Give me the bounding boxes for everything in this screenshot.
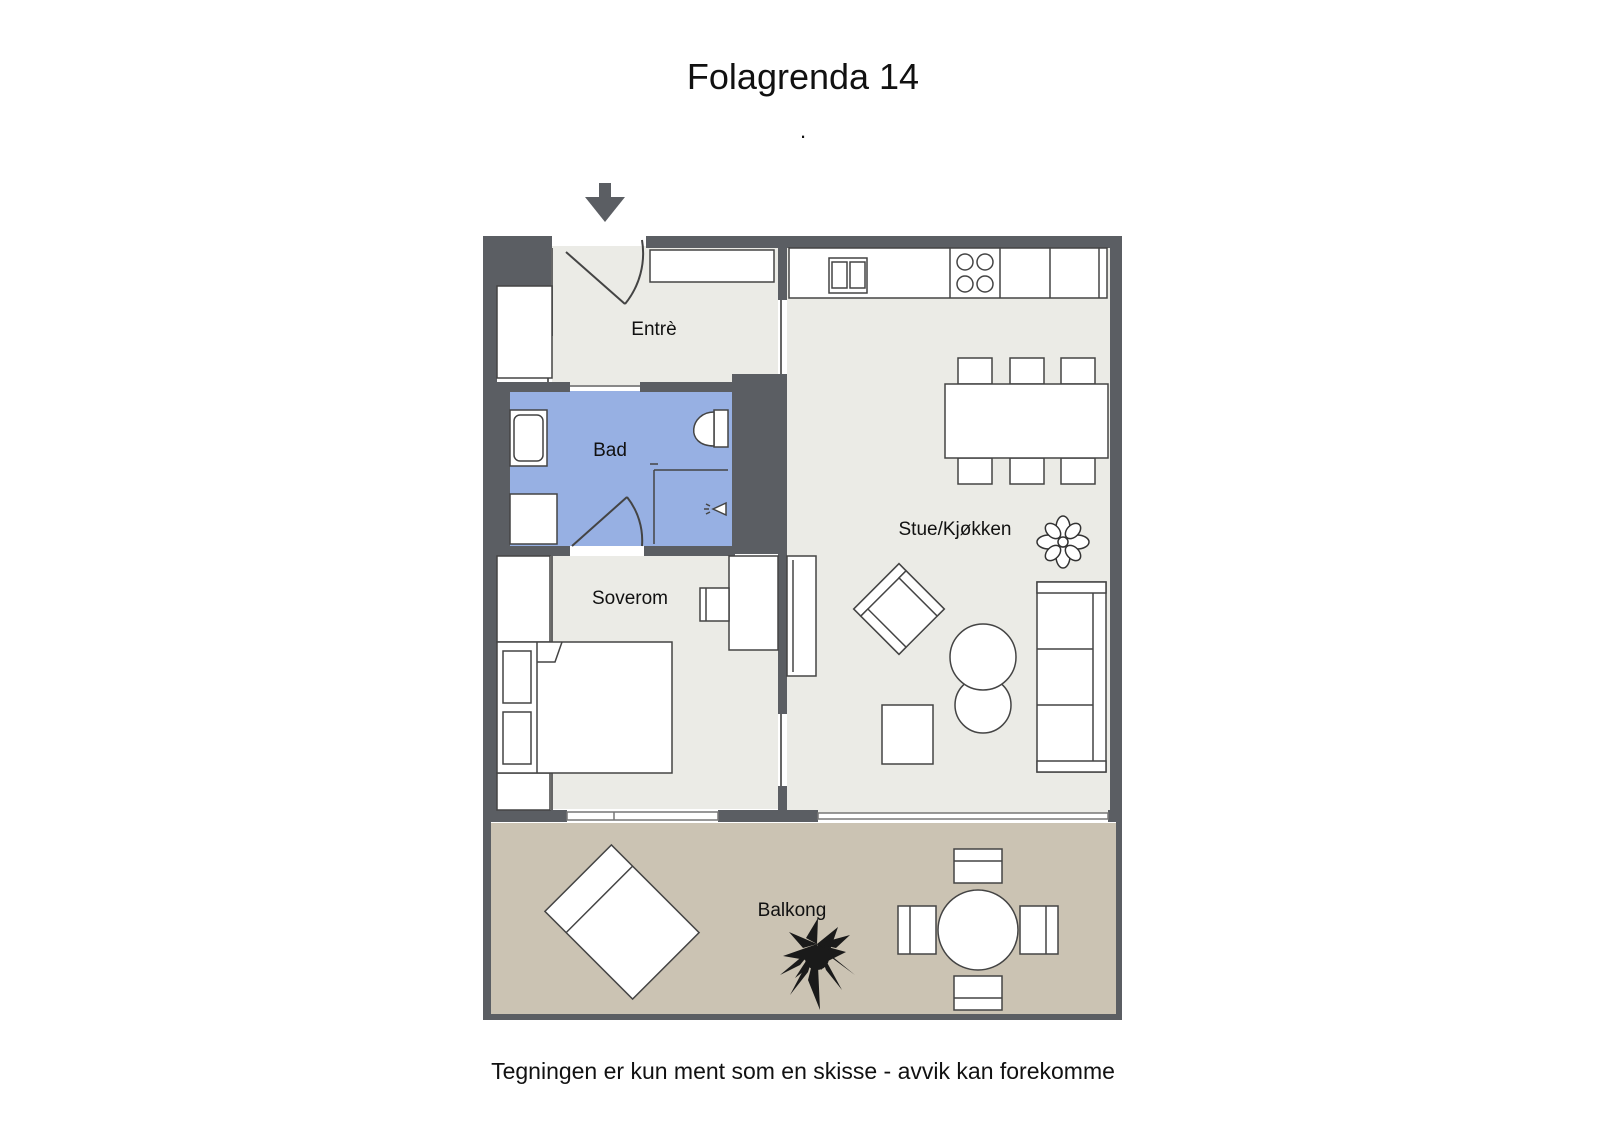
coffee-tables bbox=[881, 623, 1017, 765]
wardrobe bbox=[496, 555, 551, 643]
dining-table bbox=[944, 357, 1109, 485]
armchair bbox=[852, 562, 946, 656]
stove-icon bbox=[956, 253, 994, 293]
washing-machine bbox=[509, 493, 558, 545]
footer-disclaimer: Tegningen er kun ment som en skisse - av… bbox=[491, 1058, 1115, 1084]
bathroom-door[interactable] bbox=[571, 496, 644, 547]
kitchen-counter bbox=[788, 247, 1108, 299]
room-label-entre: Entrè bbox=[631, 319, 676, 340]
patio-table-set bbox=[897, 848, 1059, 1011]
bed bbox=[496, 641, 673, 774]
room-label-stue: Stue/Kjøkken bbox=[899, 519, 1012, 540]
shower bbox=[650, 463, 728, 544]
sink-icon bbox=[828, 257, 868, 294]
walls bbox=[483, 236, 1122, 1020]
entrance-arrow-icon bbox=[585, 183, 625, 222]
sun-lounger bbox=[543, 843, 701, 1001]
room-label-bad: Bad bbox=[593, 440, 627, 461]
room-label-soverom: Soverom bbox=[592, 588, 668, 609]
toilet-icon bbox=[693, 409, 729, 448]
sink-icon bbox=[509, 409, 548, 467]
room-label-balkong: Balkong bbox=[758, 900, 827, 921]
windows bbox=[566, 811, 1109, 821]
sofa bbox=[1036, 581, 1107, 773]
entrance-door[interactable] bbox=[565, 239, 645, 305]
shower-head-icon bbox=[704, 501, 727, 517]
plant-icon bbox=[1036, 515, 1090, 569]
plant-icon bbox=[780, 918, 855, 1010]
entre-furniture bbox=[496, 249, 775, 379]
page-subtitle: . bbox=[800, 118, 806, 143]
desk-chair bbox=[699, 587, 730, 622]
bathroom-fixtures bbox=[509, 409, 729, 545]
page-title: Folagrenda 14 bbox=[687, 56, 919, 97]
nightstand bbox=[496, 772, 551, 811]
tv-unit bbox=[786, 555, 817, 677]
desk bbox=[728, 555, 779, 651]
bedroom-furniture bbox=[496, 555, 779, 811]
